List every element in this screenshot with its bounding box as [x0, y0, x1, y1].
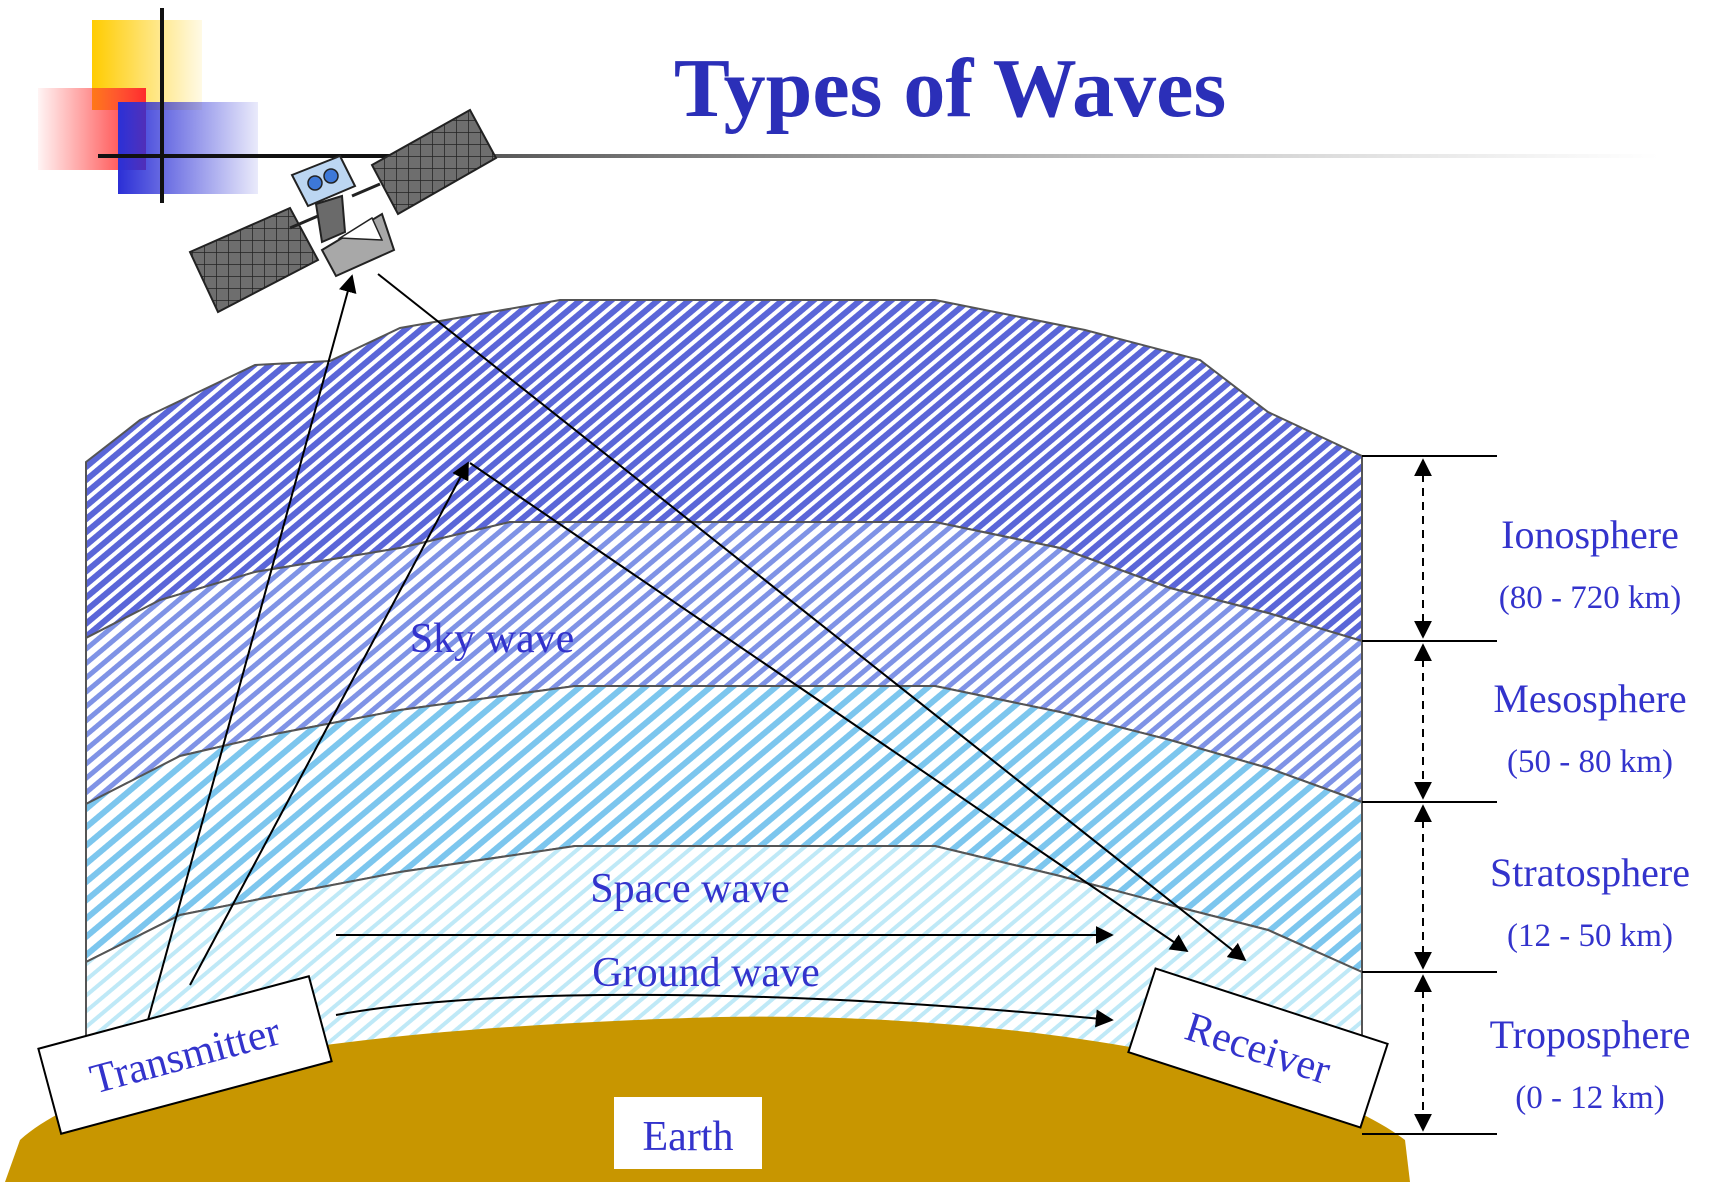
layer-name-troposphere: Troposphere	[1490, 1012, 1691, 1057]
satellite-downlink-arrow	[377, 273, 1247, 962]
layer-name-ionosphere: Ionosphere	[1501, 512, 1679, 557]
satellite-uplink-arrow	[147, 274, 357, 1021]
sky-wave-up-arrow	[189, 461, 469, 986]
ground-wave-arrow	[335, 993, 1114, 1028]
slide-corner-logo	[38, 8, 480, 203]
layer-range-stratosphere: (12 - 50 km)	[1507, 918, 1673, 954]
earth-label: Earth	[643, 1114, 734, 1160]
layer-scale	[1362, 455, 1497, 1135]
earth-label-box	[614, 1097, 762, 1169]
sky-wave-label: Sky wave	[410, 616, 574, 662]
layer-range-ionosphere: (80 - 720 km)	[1499, 580, 1681, 616]
layer-range-mesosphere: (50 - 80 km)	[1507, 744, 1673, 780]
satellite-icon	[188, 108, 498, 314]
wave-arrows	[147, 273, 1247, 1028]
title-rule	[480, 154, 1660, 158]
space-wave-label: Space wave	[590, 866, 789, 912]
receiver-box: Receiver	[1127, 967, 1389, 1129]
layer-name-mesosphere: Mesosphere	[1493, 676, 1686, 721]
layer-name-stratosphere: Stratosphere	[1490, 850, 1690, 895]
sky-wave-down-arrow	[469, 462, 1189, 953]
ground-wave-label: Ground wave	[592, 950, 819, 996]
layer-range-troposphere: (0 - 12 km)	[1515, 1080, 1664, 1116]
page-title: Types of Waves	[674, 42, 1226, 135]
